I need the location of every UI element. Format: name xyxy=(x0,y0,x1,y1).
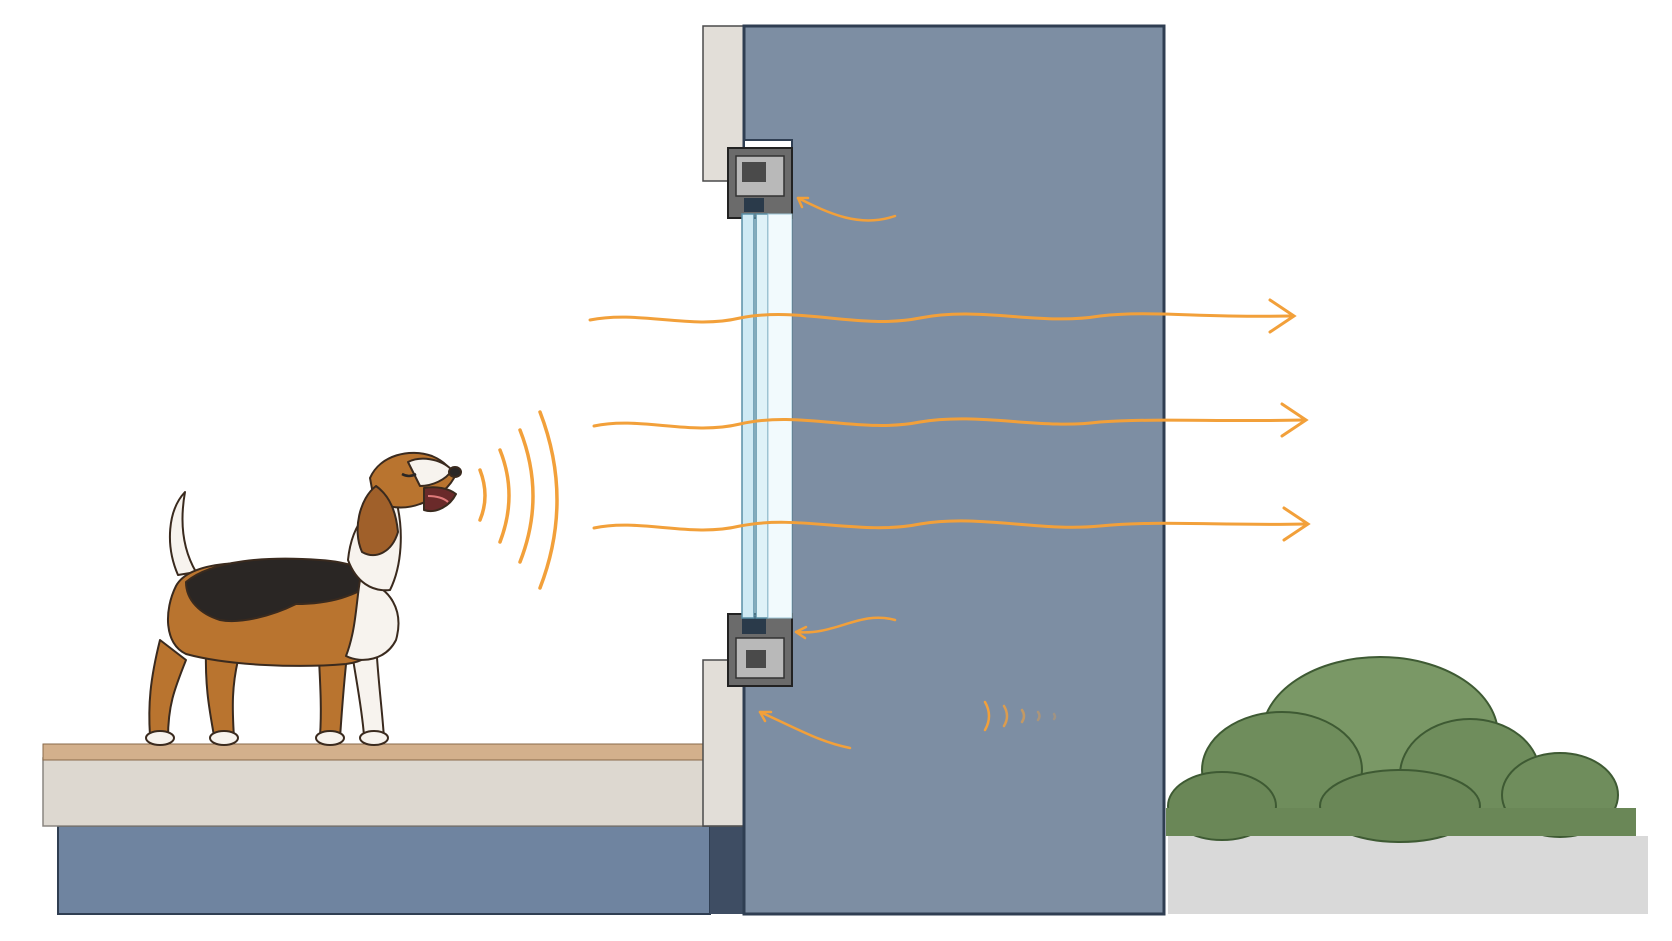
sound-wave-icon xyxy=(478,410,559,590)
terrace-slab xyxy=(42,757,744,827)
foundation-block xyxy=(57,825,711,915)
double-glazing-pane xyxy=(741,213,793,619)
sound-wave-line-3 xyxy=(592,519,1308,532)
sound-wave-arrows xyxy=(588,298,1311,542)
arrow-right-icon xyxy=(1282,506,1311,542)
faint-sound-marks xyxy=(983,700,1057,732)
foundation-dark-strip xyxy=(710,826,746,914)
ground-slab-right xyxy=(1168,836,1648,914)
sound-wave-line-2 xyxy=(592,417,1306,430)
bush-icon xyxy=(1166,656,1636,843)
lower-concrete-sill xyxy=(702,659,746,827)
bottom-window-frame xyxy=(727,613,793,687)
exterior-wall xyxy=(742,24,1166,916)
dog-barking-icon xyxy=(145,451,462,746)
arrow-right-icon xyxy=(1280,402,1309,438)
terrace-deck-top xyxy=(42,743,704,761)
seal-leak-arrows xyxy=(758,196,897,750)
top-window-frame xyxy=(727,147,793,219)
sound-wave-line-1 xyxy=(588,312,1292,324)
arrow-right-icon xyxy=(1268,298,1297,334)
